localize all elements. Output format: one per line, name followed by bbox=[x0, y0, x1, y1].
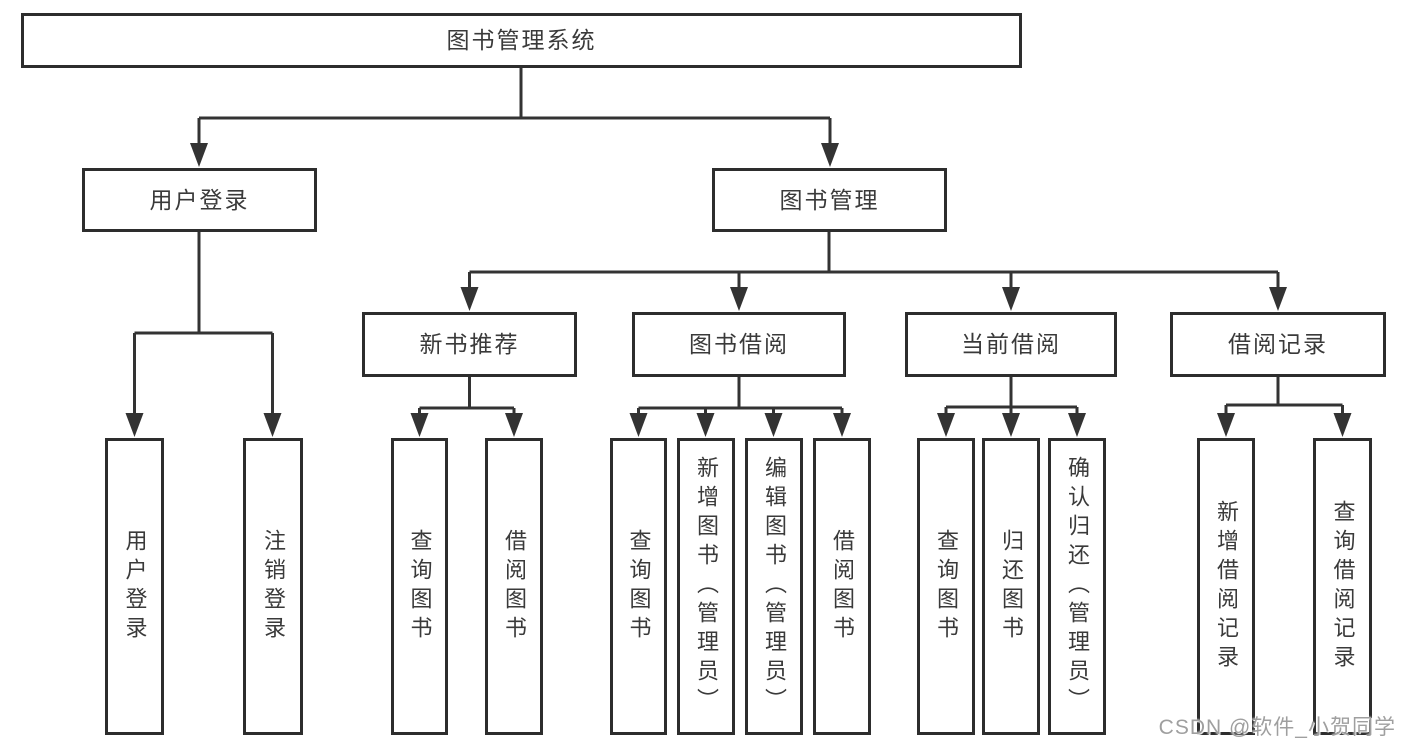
leaf-label: 编辑图书（管理员） bbox=[762, 456, 787, 717]
leaf-borrowing-add-books-admin: 新增图书（管理员） bbox=[677, 438, 735, 735]
arrowhead bbox=[629, 413, 648, 437]
connector-current-to-leaves bbox=[944, 377, 1079, 414]
connector-records-to-leaves bbox=[1224, 377, 1344, 414]
leaf-label: 归还图书 bbox=[999, 528, 1024, 645]
leaf-label: 注销登录 bbox=[261, 528, 286, 645]
leaf-records-query-record: 查询借阅记录 bbox=[1313, 438, 1372, 735]
leaf-records-add-record: 新增借阅记录 bbox=[1197, 438, 1255, 735]
node-label: 图书管理 bbox=[779, 186, 880, 213]
leaf-borrowing-query-books: 查询图书 bbox=[610, 438, 667, 735]
arrowhead bbox=[410, 413, 429, 437]
arrowhead bbox=[1002, 413, 1020, 437]
node-label: 当前借阅 bbox=[961, 331, 1061, 357]
node-label: 图书管理系统 bbox=[446, 27, 597, 53]
arrowhead bbox=[505, 413, 523, 437]
arrowhead bbox=[1002, 287, 1020, 311]
connector-mgmt-to-level3 bbox=[468, 232, 1280, 288]
leaf-label: 查询图书 bbox=[626, 528, 652, 645]
connector-recommend-to-leaves bbox=[418, 377, 516, 414]
leaf-recommend-borrow-books: 借阅图书 bbox=[485, 438, 543, 735]
arrowhead bbox=[730, 287, 748, 311]
node-new-book-recommend: 新书推荐 bbox=[362, 312, 577, 377]
node-label: 图书借阅 bbox=[689, 331, 789, 357]
node-user-login: 用户登录 bbox=[82, 168, 317, 232]
leaf-label: 新增图书（管理员） bbox=[694, 456, 719, 717]
csdn-watermark: CSDN @软件_小贺同学 bbox=[1158, 716, 1396, 739]
node-current-borrowing: 当前借阅 bbox=[905, 312, 1117, 377]
leaf-label: 查询借阅记录 bbox=[1330, 499, 1356, 674]
arrowhead bbox=[937, 413, 955, 437]
leaf-label: 查询图书 bbox=[934, 528, 959, 645]
leaf-current-confirm-return-admin: 确认归还（管理员） bbox=[1048, 438, 1106, 735]
node-book-borrowing: 图书借阅 bbox=[632, 312, 846, 377]
node-label: 新书推荐 bbox=[419, 331, 520, 357]
leaf-label: 查询图书 bbox=[407, 528, 433, 645]
arrowhead bbox=[263, 413, 282, 437]
arrowhead bbox=[1217, 413, 1235, 437]
connector-borrowing-to-leaves bbox=[637, 377, 844, 414]
leaf-borrowing-edit-books-admin: 编辑图书（管理员） bbox=[745, 438, 803, 735]
leaf-logout: 注销登录 bbox=[243, 438, 303, 735]
leaf-current-return-books: 归还图书 bbox=[982, 438, 1040, 735]
leaf-label: 用户登录 bbox=[122, 528, 148, 645]
leaf-label: 确认归还（管理员） bbox=[1065, 456, 1090, 717]
leaf-current-query-books: 查询图书 bbox=[917, 438, 975, 735]
node-book-management: 图书管理 bbox=[712, 168, 947, 232]
node-library-system: 图书管理系统 bbox=[21, 13, 1022, 68]
connector-login-to-leaves bbox=[133, 232, 274, 414]
node-label: 借阅记录 bbox=[1228, 331, 1328, 357]
node-label: 用户登录 bbox=[149, 186, 250, 213]
leaf-user-login: 用户登录 bbox=[105, 438, 164, 735]
arrowhead bbox=[696, 413, 715, 437]
arrowhead bbox=[460, 287, 479, 311]
arrowhead bbox=[764, 413, 783, 437]
arrowhead bbox=[125, 413, 144, 437]
arrowhead bbox=[190, 143, 208, 167]
connector-root-to-level2 bbox=[197, 68, 832, 144]
leaf-label: 新增借阅记录 bbox=[1214, 499, 1239, 674]
arrowhead bbox=[821, 143, 839, 167]
arrowhead bbox=[1333, 413, 1352, 437]
arrowhead bbox=[833, 413, 851, 437]
leaf-label: 借阅图书 bbox=[502, 528, 527, 645]
leaf-recommend-query-books: 查询图书 bbox=[391, 438, 448, 735]
arrowhead bbox=[1068, 413, 1086, 437]
arrowhead bbox=[1269, 287, 1287, 311]
node-borrowing-records: 借阅记录 bbox=[1170, 312, 1386, 377]
leaf-label: 借阅图书 bbox=[830, 528, 855, 645]
leaf-borrowing-borrow-books: 借阅图书 bbox=[813, 438, 871, 735]
